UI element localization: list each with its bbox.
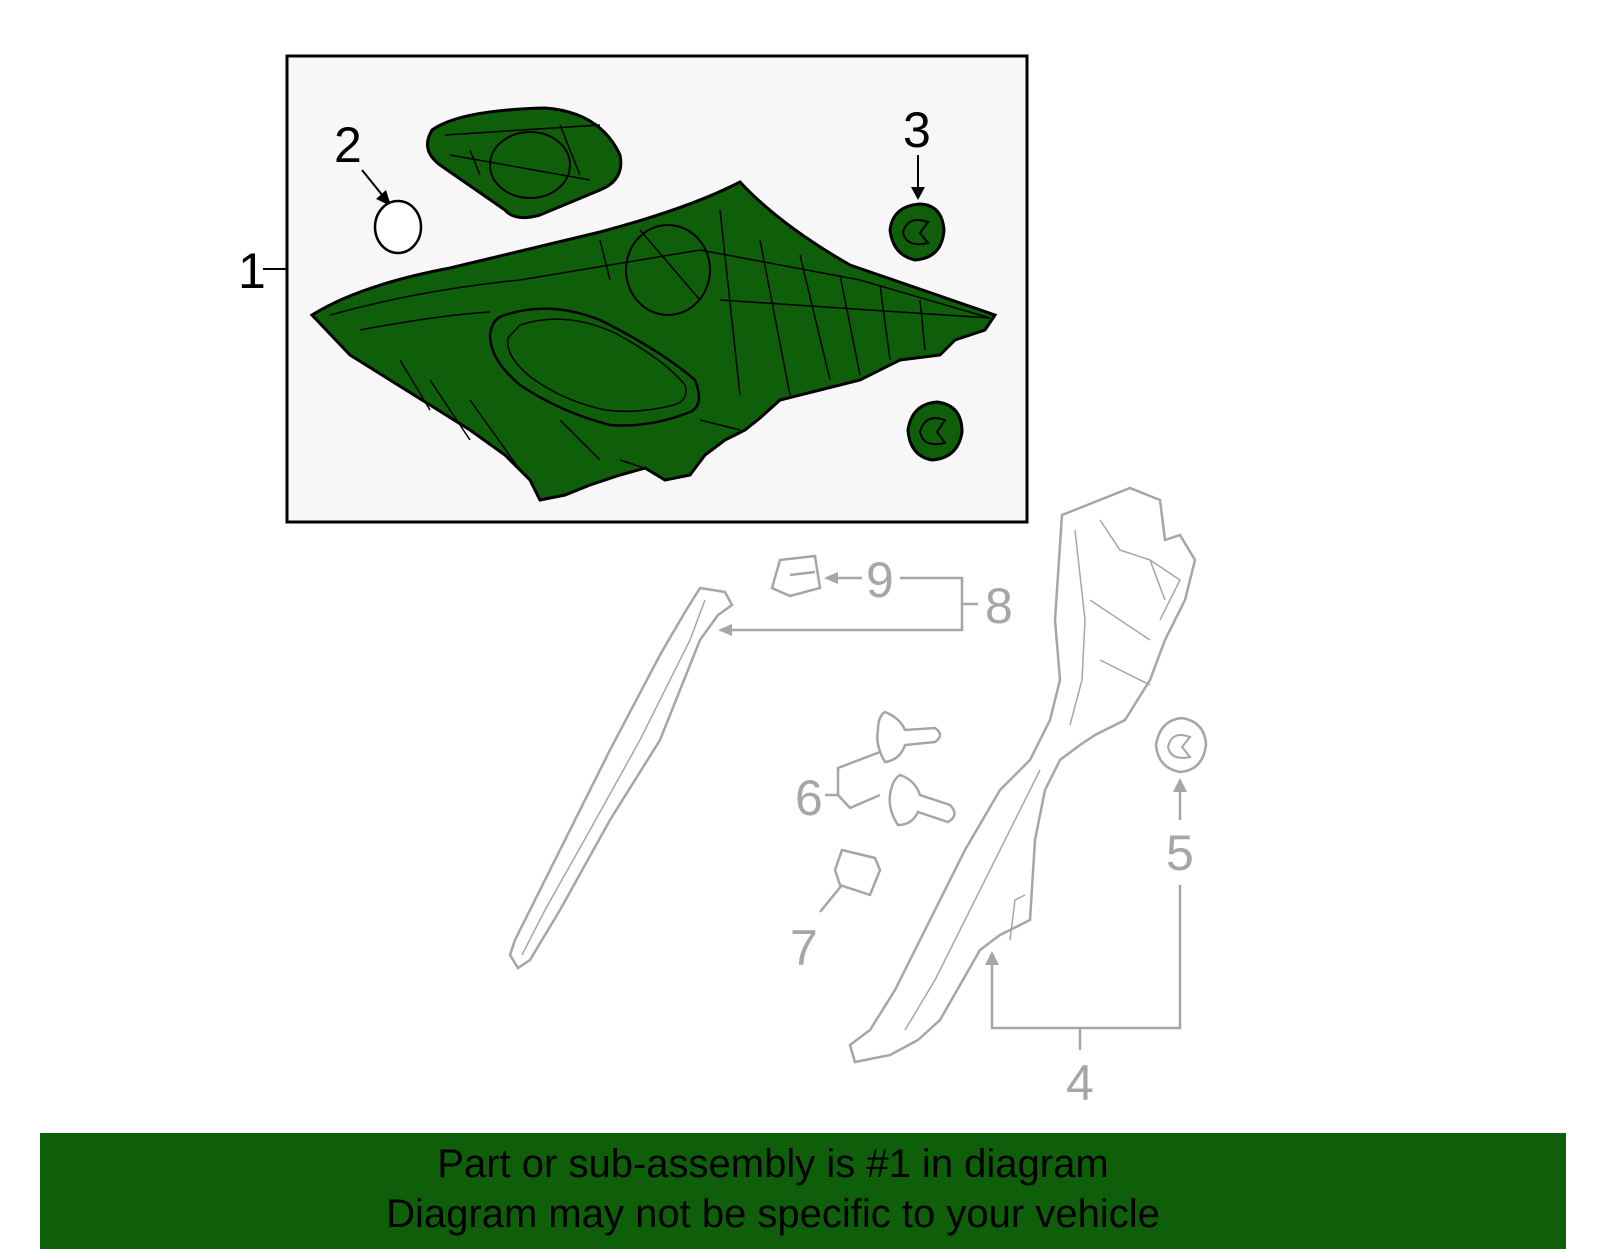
callout-6-bracket bbox=[836, 750, 881, 810]
part-5-clip bbox=[1154, 716, 1208, 774]
speaker-opening bbox=[625, 224, 711, 316]
callout-4-arrowhead bbox=[985, 951, 999, 965]
part-2-ring bbox=[373, 199, 423, 255]
part-3-clip-upper bbox=[888, 202, 946, 262]
part-4-pillar-trim bbox=[848, 486, 1197, 1064]
callout-2-leader bbox=[361, 169, 384, 197]
callout-4-bracket bbox=[990, 885, 1182, 1030]
callout-2-arrowhead bbox=[376, 190, 391, 206]
notice-line-2: Diagram may not be specific to your vehi… bbox=[386, 1192, 1160, 1236]
callout-8: 8 bbox=[985, 578, 1013, 634]
part-1-speaker-cover bbox=[426, 106, 623, 220]
part-9-cap bbox=[770, 554, 822, 598]
callout-9-arrowhead bbox=[824, 572, 838, 584]
part-8-pillar-garnish bbox=[508, 586, 734, 970]
part-1-quarter-trim-panel bbox=[309, 180, 998, 502]
callout-5-arrowhead bbox=[1173, 778, 1187, 792]
callout-7-leader bbox=[819, 884, 843, 913]
callout-5: 5 bbox=[1166, 825, 1194, 881]
callout-8-arrowhead bbox=[718, 624, 732, 636]
notice-banner: Part or sub-assembly is #1 in diagram Di… bbox=[40, 1133, 1566, 1249]
callout-3-arrowhead bbox=[911, 187, 925, 200]
part-6-pin-upper bbox=[876, 710, 942, 764]
notice-line-1: Part or sub-assembly is #1 in diagram bbox=[437, 1142, 1109, 1186]
callout-2: 2 bbox=[334, 117, 362, 173]
part-7-clip bbox=[833, 848, 882, 897]
callout-9: 9 bbox=[866, 552, 894, 608]
part-6-pin-lower bbox=[888, 773, 956, 827]
part-3-clip-lower bbox=[906, 400, 964, 462]
callout-8-bracket bbox=[732, 576, 964, 632]
callout-7: 7 bbox=[790, 920, 818, 976]
callout-6: 6 bbox=[795, 770, 823, 826]
callout-3: 3 bbox=[903, 102, 931, 158]
callout-4: 4 bbox=[1066, 1055, 1094, 1111]
callout-1: 1 bbox=[238, 243, 266, 299]
